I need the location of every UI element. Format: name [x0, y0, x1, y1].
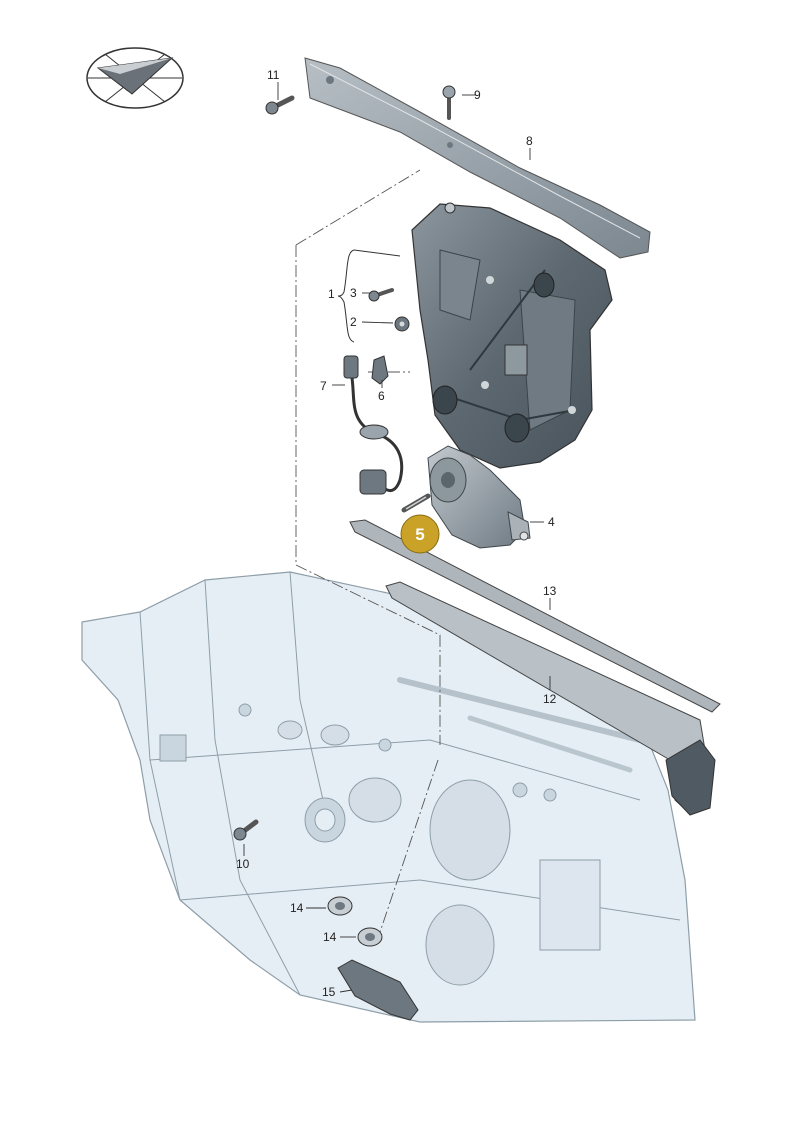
grommet-part-14b: [357, 927, 383, 947]
callout-9: 9: [474, 88, 481, 102]
nut-part-2: [394, 316, 410, 332]
callout-8: 8: [526, 134, 533, 148]
grommet-part-14a: [327, 896, 353, 916]
screw-part-11: [265, 95, 295, 115]
callout-1: 1: [328, 287, 335, 301]
callout-3: 3: [350, 286, 357, 300]
bolt-part-5: [401, 493, 431, 513]
guide-rail-part-13: [349, 519, 721, 713]
callout-14a: 14: [290, 901, 304, 915]
regulator-panel-part: [411, 202, 613, 469]
callout-2: 2: [350, 315, 357, 329]
callout-11: 11: [267, 68, 280, 82]
callout-7: 7: [320, 379, 327, 393]
screw-part-3: [368, 288, 394, 302]
callout-6: 6: [378, 389, 385, 403]
screw-part-10: [233, 819, 259, 841]
upper-rail-part: [304, 57, 651, 259]
callout-15: 15: [322, 985, 336, 999]
callout-14b: 14: [323, 930, 337, 944]
orientation-icon: [86, 47, 184, 109]
callout-13: 13: [543, 584, 557, 598]
bracket-part-1: [337, 249, 401, 343]
door-inner-panel: [81, 571, 696, 1023]
svg-text:5: 5: [415, 525, 424, 544]
wiring-harness-part: [343, 355, 404, 495]
callout-4: 4: [548, 515, 555, 529]
clip-part: [371, 355, 389, 385]
callout-10: 10: [236, 857, 250, 871]
leader-lines: [243, 82, 551, 993]
callout-12: 12: [543, 692, 557, 706]
guide-rail-part-12: [385, 581, 716, 816]
screw-part-9: [442, 85, 456, 120]
highlight-badge-5: 5: [400, 514, 440, 554]
window-motor-part: [427, 445, 531, 549]
cover-part-15: [337, 959, 419, 1021]
